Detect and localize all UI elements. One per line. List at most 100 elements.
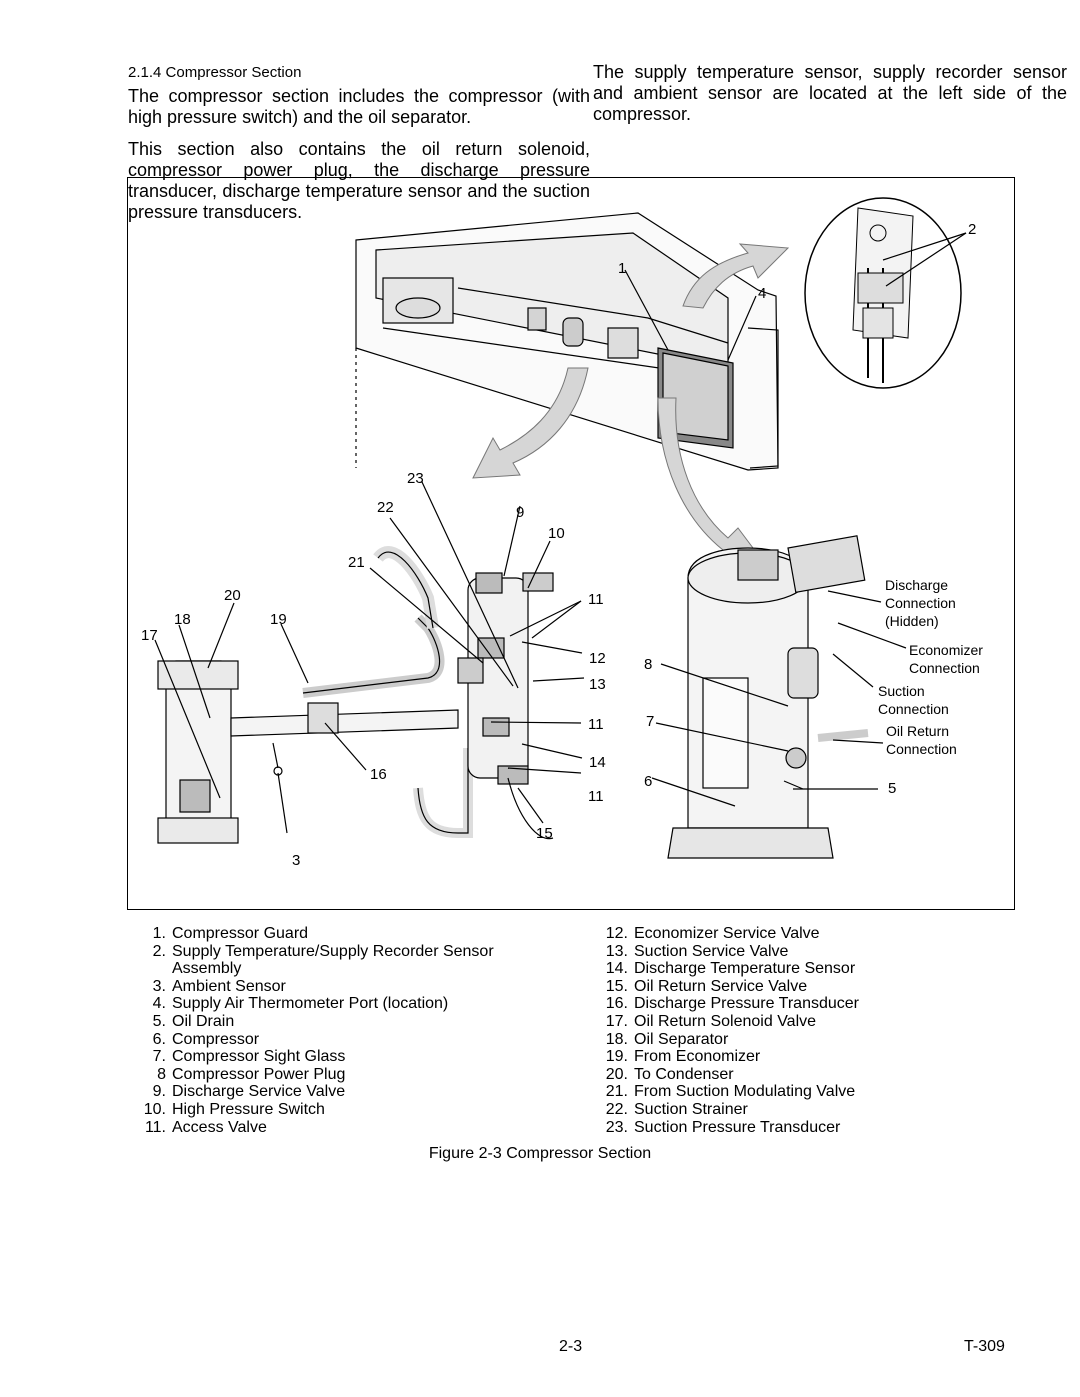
- label-discharge-2: Connection: [885, 595, 956, 611]
- detail-arrows: [472, 243, 790, 569]
- legend-text: Compressor Guard: [172, 925, 309, 942]
- callout-7: 7: [646, 713, 654, 730]
- legend-item: 4.Supply Air Thermometer Port (location): [130, 995, 550, 1013]
- legend-left: 1. Compressor Guard 2.Supply Temperature/…: [130, 925, 550, 1136]
- legend-text: Oil Separator: [634, 1030, 729, 1048]
- legend-item: 17. Oil Return Solenoid Valve: [592, 1013, 1032, 1031]
- legend-text: Suction Strainer: [634, 1100, 748, 1118]
- callout-3: 3: [292, 852, 300, 869]
- legend-text: To Condenser: [634, 1065, 734, 1083]
- callout-15: 15: [536, 825, 553, 842]
- legend-item: 6. Compressor: [130, 1031, 550, 1049]
- label-economizer-2: Connection: [909, 660, 980, 676]
- legend-number: 11.: [144, 1118, 166, 1136]
- legend-number: 16.: [605, 995, 628, 1013]
- legend-number: 22.: [605, 1100, 628, 1118]
- legend-number: 7.: [152, 1048, 166, 1066]
- paragraph-sensors: The supply temperature sensor, supply re…: [593, 62, 1067, 124]
- legend-number: 18.: [605, 1030, 628, 1048]
- compressor-drawing: [667, 535, 869, 859]
- legend-text: Oil Return Service Valve: [634, 977, 808, 995]
- legend-number: 5.: [152, 1012, 166, 1030]
- legend-item: 9. Discharge Service Valve: [130, 1083, 550, 1101]
- legend-number: 17.: [605, 1012, 628, 1030]
- figure-compressor-section: 1 2 3 4 5 6 7 8 9 10 11 11 11 11 12 13 1…: [127, 177, 1015, 910]
- section-title: 2.1.4 Compressor Section: [128, 64, 302, 81]
- legend-text: Discharge Pressure Transducer: [634, 995, 859, 1013]
- legend-number: 20.: [605, 1065, 628, 1083]
- legend-item: 10.High Pressure Switch: [130, 1101, 550, 1119]
- label-suction-1: Suction: [878, 683, 925, 699]
- legend-number: 8: [157, 1065, 166, 1083]
- text-column-right: The supply temperature sensor, supply re…: [593, 62, 1067, 125]
- legend-text: Compressor: [172, 1030, 260, 1048]
- callout-4: 4: [758, 285, 766, 302]
- legend-text: Discharge Temperature Sensor: [634, 960, 856, 978]
- callout-23: 23: [407, 470, 424, 487]
- callout-leaders: [154, 232, 967, 834]
- legend-item: 8 Compressor Power Plug: [130, 1066, 550, 1084]
- legend-item: 2.Supply Temperature/Supply Recorder Sen…: [130, 943, 550, 978]
- legend-number: 6.: [152, 1030, 166, 1048]
- legend-item: 7. Compressor Sight Glass: [130, 1048, 550, 1066]
- legend-text: Suction Pressure Transducer: [634, 1118, 841, 1136]
- legend-text: Compressor Sight Glass: [172, 1048, 346, 1066]
- callout-numbers: 1 2 3 4 5 6 7 8 9 10 11 11 11 11 12 13 1…: [141, 221, 976, 869]
- figure-illustration: 1 2 3 4 5 6 7 8 9 10 11 11 11 11 12 13 1…: [141, 197, 983, 869]
- legend-item: 16. Discharge Pressure Transducer: [592, 995, 1032, 1013]
- legend-item: 3.Ambient Sensor: [130, 978, 550, 996]
- paragraph-intro: The compressor section includes the comp…: [128, 86, 590, 127]
- callout-8: 8: [644, 656, 652, 673]
- unit-cutaway-drawing: [355, 212, 779, 471]
- legend-text: Economizer Service Valve: [634, 925, 820, 942]
- callout-9: 9: [516, 504, 524, 521]
- legend-text: High Pressure Switch: [172, 1100, 325, 1118]
- legend-number: 4.: [152, 995, 166, 1013]
- legend-item: 15.Oil Return Service Valve: [592, 978, 1032, 996]
- text-column-left: The compressor section includes the comp…: [128, 86, 590, 223]
- page-number: 2-3: [559, 1338, 583, 1355]
- legend-number: 9.: [152, 1083, 166, 1101]
- legend-item: 18. Oil Separator: [592, 1031, 1032, 1049]
- callout-12: 12: [589, 650, 606, 667]
- callout-16: 16: [370, 766, 387, 783]
- legend-number: 13.: [605, 942, 628, 960]
- legend-number: 19.: [605, 1048, 628, 1066]
- legend-text: Oil Return Solenoid Valve: [634, 1012, 817, 1030]
- legend-number: 12.: [605, 925, 628, 942]
- legend-number: 1.: [152, 925, 166, 942]
- callout-21: 21: [348, 554, 365, 571]
- legend-text: Compressor Power Plug: [172, 1065, 346, 1083]
- legend-item: 1. Compressor Guard: [130, 925, 550, 943]
- figure-caption: Figure 2-3 Compressor Section: [428, 1145, 652, 1162]
- callout-2: 2: [968, 221, 976, 238]
- label-oil-return-1: Oil Return: [886, 723, 949, 739]
- legend-text: From Suction Modulating Valve: [634, 1083, 856, 1101]
- callout-20: 20: [224, 587, 241, 604]
- legend-text: Ambient Sensor: [172, 977, 286, 995]
- legend-text: Oil Drain: [172, 1012, 235, 1030]
- paragraph-contents: This section also contains the oil retur…: [128, 139, 590, 222]
- legend-text: Access Valve: [172, 1118, 267, 1136]
- oil-separator-drawing: [157, 546, 554, 844]
- legend-item: 22. Suction Strainer: [592, 1101, 1032, 1119]
- callout-14: 14: [589, 754, 606, 771]
- callout-10: 10: [548, 525, 565, 542]
- label-economizer-1: Economizer: [909, 642, 983, 658]
- label-oil-return-2: Connection: [886, 741, 957, 757]
- callout-18: 18: [174, 611, 191, 628]
- callout-11c: 11: [588, 788, 604, 805]
- label-discharge-1: Discharge: [885, 577, 948, 593]
- legend-item: 5. Oil Drain: [130, 1013, 550, 1031]
- callout-11b: 11: [588, 716, 604, 733]
- connection-labels: Discharge Connection (Hidden) Economizer…: [878, 577, 983, 757]
- callout-1: 1: [618, 260, 626, 277]
- legend-number: 14.: [605, 960, 628, 978]
- legend-text: From Economizer: [634, 1048, 761, 1066]
- legend-number: 21.: [605, 1083, 628, 1101]
- legend-text: Discharge Service Valve: [172, 1083, 346, 1101]
- callout-22: 22: [377, 499, 394, 516]
- document-number: T-309: [964, 1338, 1005, 1355]
- legend-item: 11. Access Valve: [130, 1119, 550, 1137]
- legend-right: 12. Economizer Service Valve 13. Suction S…: [592, 925, 1032, 1136]
